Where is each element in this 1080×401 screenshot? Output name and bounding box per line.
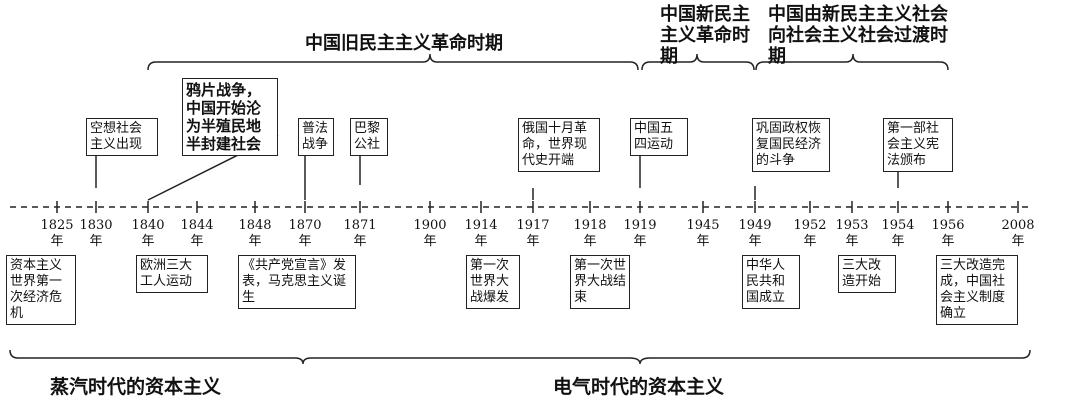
event-workers-movements: 欧洲三大工人运动 — [136, 255, 208, 293]
event-economic-crisis: 资本主义世界第一次经济危机 — [6, 255, 76, 325]
era-braces — [9, 349, 1031, 365]
period-braces — [147, 53, 949, 71]
era-steam-capitalism: 蒸汽时代的资本主义 — [50, 376, 222, 398]
period-old-democratic: 中国旧民主主义革命时期 — [305, 33, 503, 54]
event-opium-war: 鸦片战争，中国开始沦为半殖民地半封建社会 — [182, 78, 278, 156]
period-new-democratic: 中国新民主主义革命时期 — [660, 4, 750, 67]
event-ww1-end: 第一次世界大战结束 — [570, 255, 630, 309]
year-ticks — [56, 201, 1019, 213]
event-paris-commune: 巴黎公社 — [350, 118, 388, 156]
event-reform-start: 三大改造开始 — [838, 255, 896, 293]
event-may-fourth: 中国五四运动 — [630, 118, 688, 156]
brace-steam — [9, 349, 312, 365]
event-october-revolution: 俄国十月革命，世界现代史开端 — [518, 118, 600, 172]
period-transition: 中国由新民主主义社会向社会主义社会过渡时期 — [768, 4, 948, 67]
brace-new-democratic — [641, 53, 755, 71]
brace-old-democratic — [147, 53, 639, 71]
event-reform-complete: 三大改造完成，中国社会主义制度确立 — [936, 255, 1018, 325]
era-electric-capitalism: 电气时代的资本主义 — [553, 376, 725, 398]
event-consolidation: 巩固政权恢复国民经济的斗争 — [752, 118, 830, 172]
event-constitution: 第一部社会主义宪法颁布 — [883, 118, 953, 172]
event-ww1-start: 第一次世界大战爆发 — [466, 255, 520, 309]
event-prc-founded: 中华人民共和国成立 — [742, 255, 800, 309]
brace-transition — [755, 53, 949, 71]
brace-electric — [311, 349, 1031, 365]
event-communist-manifesto: 《共产党宣言》发表，马克思主义诞生 — [238, 255, 356, 309]
event-utopian-socialism: 空想社会主义出现 — [86, 118, 158, 156]
event-franco-prussian-war: 普法战争 — [298, 118, 334, 156]
